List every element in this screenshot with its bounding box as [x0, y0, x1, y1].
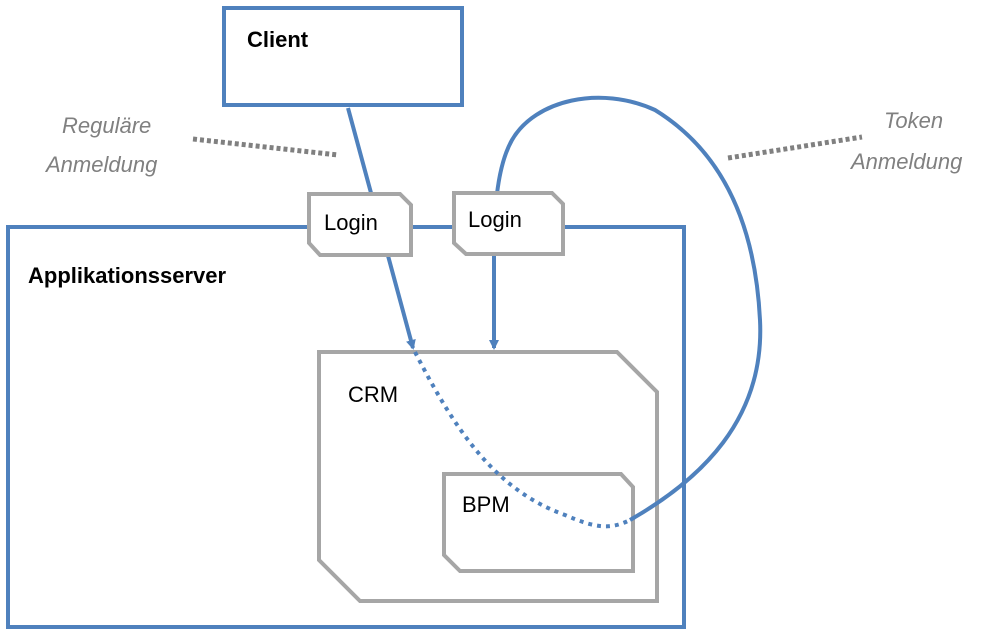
token-annotation-connector: [727, 134, 863, 161]
client-label: Client: [247, 27, 309, 52]
token-annotation-line1: Token: [884, 108, 943, 133]
bpm-label: BPM: [462, 492, 510, 517]
crm-label: CRM: [348, 382, 398, 407]
bpm-box[interactable]: [442, 472, 635, 573]
client-box[interactable]: [222, 6, 464, 107]
regular-annotation-line2: Anmeldung: [44, 152, 158, 177]
login-regular-box[interactable]: [307, 192, 413, 257]
login-token-label: Login: [468, 207, 522, 232]
regular-annotation-connector: [192, 136, 339, 158]
login-regular-label: Login: [324, 210, 378, 235]
app-server-label: Applikationsserver: [28, 263, 227, 288]
regular-annotation-line1: Reguläre: [62, 113, 151, 138]
token-login-loop: [492, 95, 763, 522]
login-token-box[interactable]: [452, 191, 565, 256]
token-annotation-line2: Anmeldung: [849, 149, 963, 174]
